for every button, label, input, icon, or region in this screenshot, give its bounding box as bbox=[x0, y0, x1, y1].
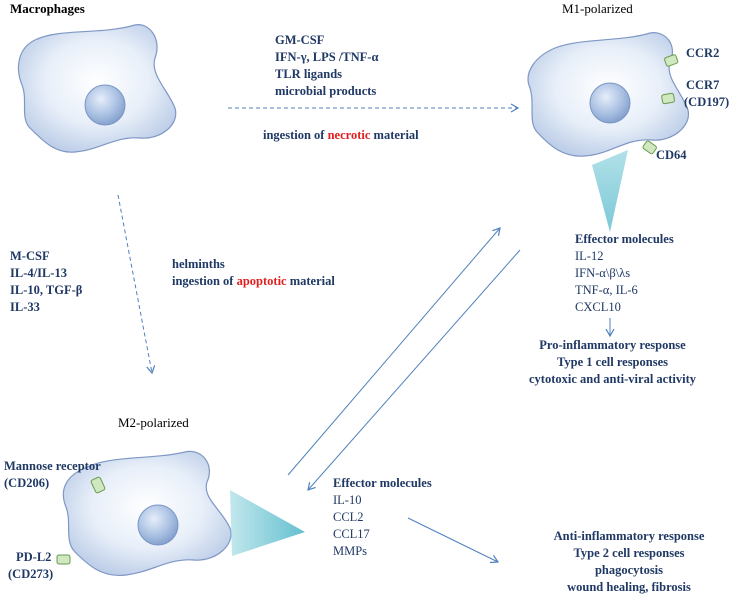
macrophages-title: Macrophages bbox=[10, 1, 85, 16]
m1-effector-cone bbox=[592, 150, 628, 232]
m2-title: M2-polarized bbox=[118, 415, 189, 430]
m2-effector: MMPs bbox=[333, 544, 368, 558]
ccr2-label: CCR2 bbox=[686, 46, 720, 60]
m2-effector-list: IL-10 CCL2 CCL17 MMPs bbox=[333, 492, 370, 560]
m1-effector-title: Effector molecules bbox=[575, 232, 674, 246]
m2-effector: CCL2 bbox=[333, 510, 364, 524]
mannose-receptor-icon bbox=[90, 476, 106, 494]
helminths-label: helminths bbox=[172, 257, 225, 271]
m1-response: cytotoxic and anti-viral activity bbox=[529, 372, 696, 386]
m2-response: wound healing, fibrosis bbox=[567, 580, 691, 594]
m1-response: Type 1 cell responses bbox=[557, 355, 668, 369]
m2-stimulus: M-CSF bbox=[10, 249, 50, 263]
ingestion-suffix: material bbox=[286, 274, 335, 288]
m1-stimulus: GM-CSF bbox=[275, 33, 325, 47]
m1-response-list: Pro-inflammatory response Type 1 cell re… bbox=[495, 337, 730, 388]
m1-to-m2-arrow bbox=[307, 249, 521, 491]
m1-stimulus: IFN-γ, LPS /TNF-α bbox=[275, 50, 379, 64]
m1-stimulus: TLR ligands bbox=[275, 67, 343, 81]
cd64-receptor-icon bbox=[642, 140, 657, 155]
macrophage-cell bbox=[17, 24, 177, 153]
m2-stimuli: M-CSF IL-4/IL-13 IL-10, TGF-β IL-33 bbox=[10, 248, 82, 316]
m1-effector: IL-12 bbox=[575, 249, 604, 263]
m2-response-list: Anti-inflammatory response Type 2 cell r… bbox=[520, 528, 738, 596]
mannose-receptor-label: Mannose receptor bbox=[4, 459, 101, 473]
pdl2-label: PD-L2 bbox=[16, 550, 52, 564]
m2-effector: CCL17 bbox=[333, 527, 370, 541]
cd273-label: (CD273) bbox=[8, 567, 54, 581]
m2-effector-cone bbox=[230, 490, 305, 556]
m2-stimulus: IL-4/IL-13 bbox=[10, 266, 67, 280]
necrotic-highlight: necrotic bbox=[327, 128, 371, 142]
m1-effector: IFN-α\β\λs bbox=[575, 266, 631, 280]
m2-effector: IL-10 bbox=[333, 493, 362, 507]
m1-effector: TNF-α, IL-6 bbox=[575, 283, 638, 297]
m1-effector-list: IL-12 IFN-α\β\λs TNF-α, IL-6 CXCL10 bbox=[575, 248, 638, 316]
m1-title: M1-polarized bbox=[562, 1, 633, 16]
m2-stimulus: IL-33 bbox=[10, 300, 40, 314]
necrotic-ingestion-label: ingestion of necrotic material bbox=[263, 127, 419, 144]
cd197-label: (CD197) bbox=[684, 95, 730, 109]
m2-effector-title: Effector molecules bbox=[333, 476, 432, 490]
m1-stimulus: microbial products bbox=[275, 84, 377, 98]
m1-response: Pro-inflammatory response bbox=[539, 338, 686, 352]
m2-stimulus: IL-10, TGF-β bbox=[10, 283, 83, 297]
apoptotic-ingestion-label: ingestion of apoptotic material bbox=[172, 273, 335, 290]
pdl2-receptor-icon bbox=[56, 554, 71, 565]
cd206-label: (CD206) bbox=[4, 476, 50, 490]
m1-stimuli: GM-CSF IFN-γ, LPS /TNF-α TLR ligands mic… bbox=[275, 32, 378, 100]
m1-cell bbox=[527, 32, 690, 232]
ingestion-prefix: ingestion of bbox=[263, 128, 328, 142]
m2-response: phagocytosis bbox=[594, 563, 664, 577]
apoptotic-highlight: apoptotic bbox=[236, 274, 287, 288]
cd64-label: CD64 bbox=[656, 148, 687, 162]
ingestion-prefix: ingestion of bbox=[172, 274, 237, 288]
ingestion-suffix: material bbox=[370, 128, 419, 142]
m2-to-m1-arrow bbox=[287, 227, 501, 476]
m2-cell bbox=[56, 450, 305, 577]
m2-response: Type 2 cell responses bbox=[573, 546, 685, 560]
to-m2-dashed-arrow bbox=[117, 194, 156, 375]
ccr7-label: CCR7 bbox=[686, 78, 720, 92]
m2-response: Anti-inflammatory response bbox=[553, 529, 705, 543]
ccr7-receptor-icon bbox=[661, 92, 675, 105]
ccr2-receptor-icon bbox=[664, 54, 679, 67]
m1-effector: CXCL10 bbox=[575, 300, 621, 314]
m2-response-arrow bbox=[407, 517, 500, 564]
